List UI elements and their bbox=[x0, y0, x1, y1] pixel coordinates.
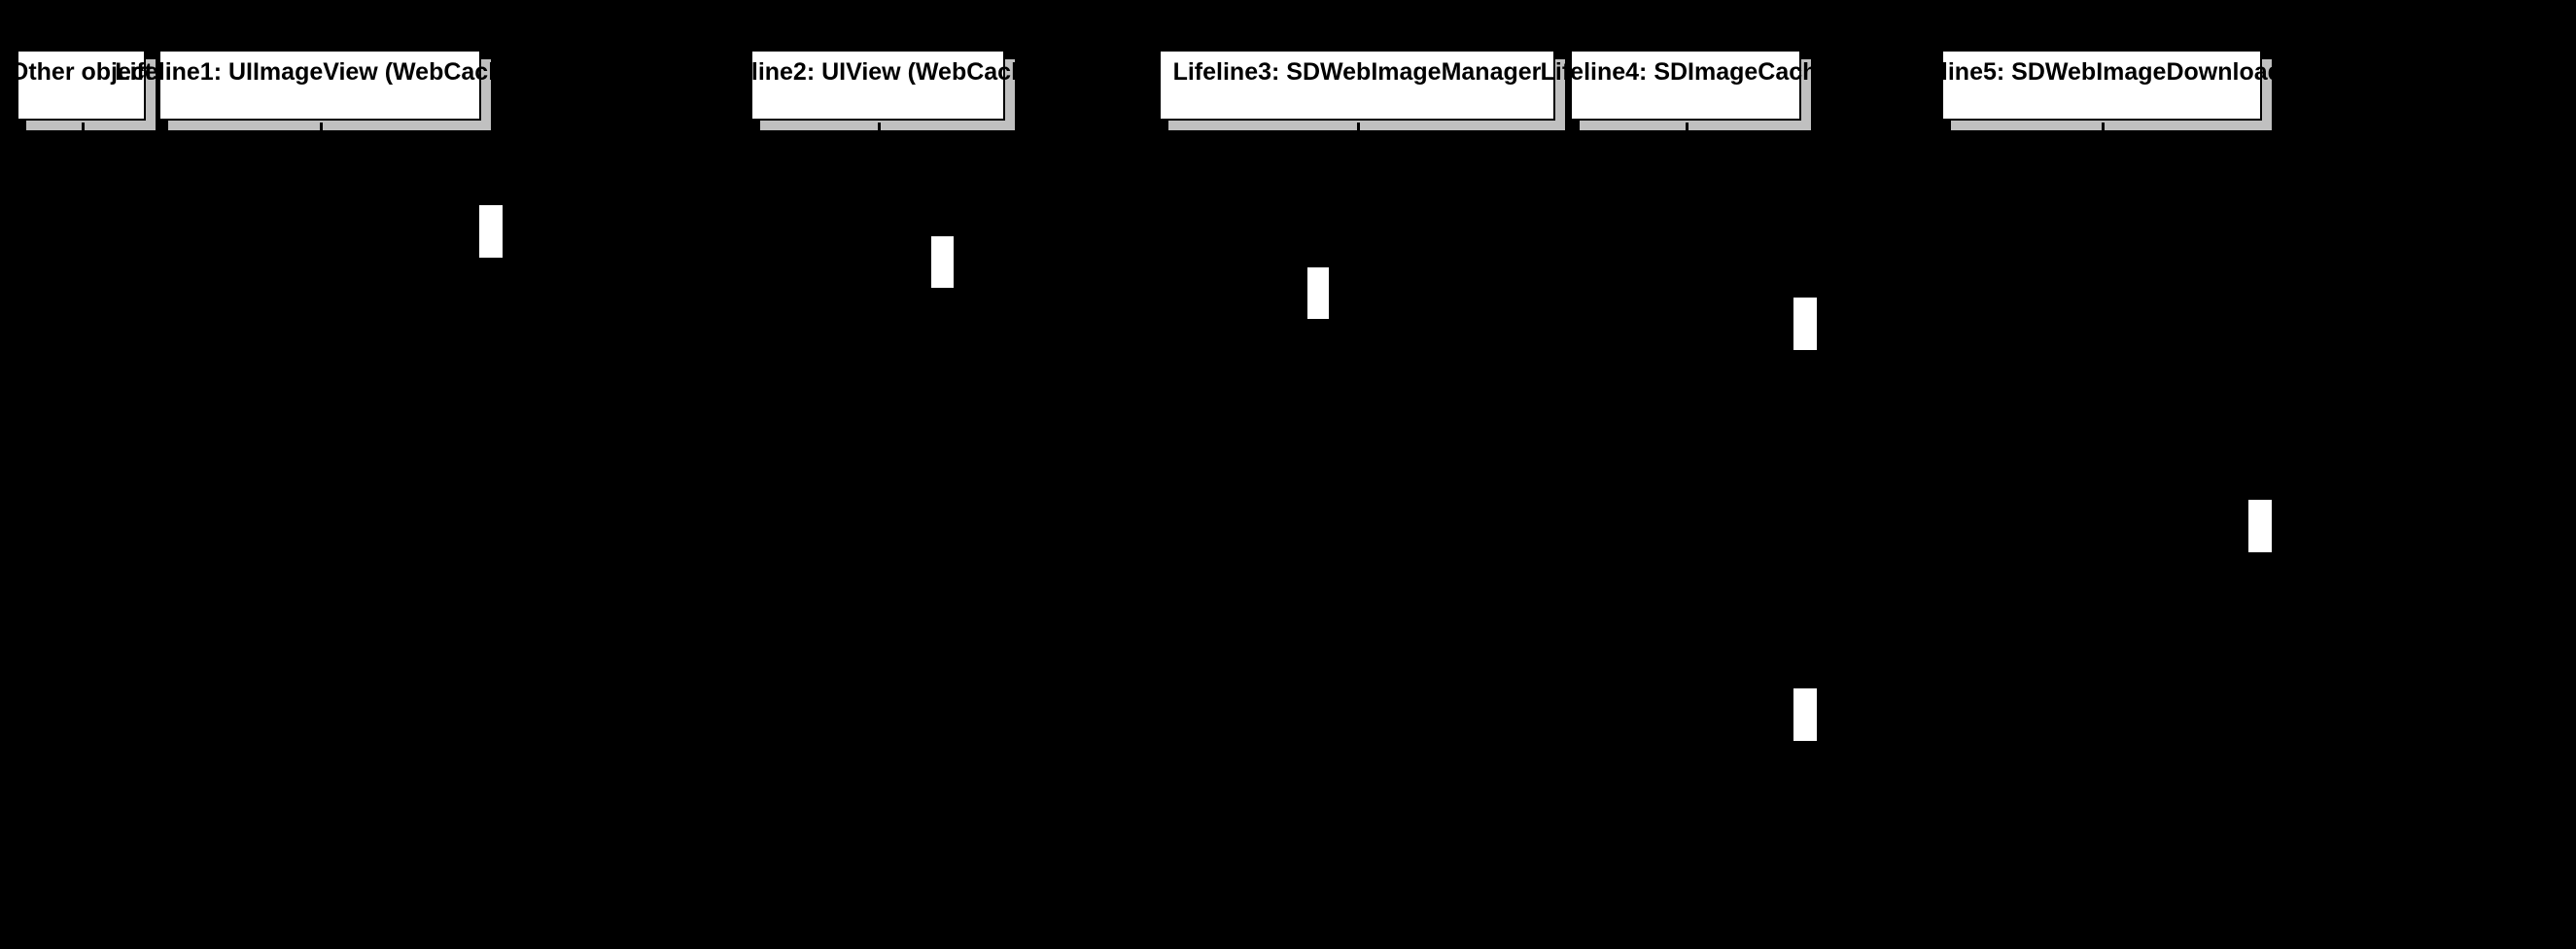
lifeline-head-box[interactable]: Other object bbox=[10, 50, 153, 121]
lifeline-stem-lifeline5 bbox=[2102, 130, 2104, 928]
lifeline-stem-tick bbox=[320, 123, 323, 134]
activation-bar-lifeline4-second[interactable] bbox=[1793, 688, 1817, 741]
lifeline-head-box[interactable]: Lifeline4: SDImageCache bbox=[1541, 50, 1830, 121]
lifeline-stem-lifeline1 bbox=[320, 130, 322, 928]
lifeline-head-label: Lifeline1: UIImageView (WebCache) bbox=[115, 58, 525, 86]
lifeline-stem-tick bbox=[82, 123, 85, 134]
lifeline-head-lifeline4[interactable]: Lifeline4: SDImageCache bbox=[1541, 50, 1830, 134]
lifeline-stem-tick bbox=[1357, 123, 1360, 134]
activation-bar-lifeline1[interactable] bbox=[479, 205, 503, 258]
lifeline-head-other[interactable]: Other object bbox=[10, 50, 156, 134]
lifeline-head-box[interactable]: Lifeline2: UIView (WebCache) bbox=[708, 50, 1048, 121]
lifeline-head-label: Other object bbox=[9, 58, 154, 86]
lifeline-head-lifeline5[interactable]: Lifeline5: SDWebImageDownloader bbox=[1897, 50, 2306, 134]
lifeline-stem-tick bbox=[1686, 123, 1688, 134]
activation-bar-lifeline3[interactable] bbox=[1307, 267, 1329, 319]
lifeline-head-box[interactable]: Lifeline3: SDWebImageManager bbox=[1159, 50, 1555, 121]
activation-bar-lifeline4-first[interactable] bbox=[1793, 298, 1817, 350]
lifeline-head-box[interactable]: Lifeline5: SDWebImageDownloader bbox=[1897, 50, 2306, 121]
lifeline-head-box[interactable]: Lifeline1: UIImageView (WebCache) bbox=[115, 50, 525, 121]
lifeline-head-label: Lifeline5: SDWebImageDownloader bbox=[1897, 58, 2306, 86]
activation-bar-lifeline5[interactable] bbox=[2248, 500, 2272, 552]
lifeline-head-lifeline1[interactable]: Lifeline1: UIImageView (WebCache) bbox=[115, 50, 525, 134]
activation-bar-lifeline2[interactable] bbox=[931, 236, 954, 288]
lifeline-head-lifeline3[interactable]: Lifeline3: SDWebImageManager bbox=[1159, 50, 1565, 134]
lifeline-head-label: Lifeline3: SDWebImageManager bbox=[1172, 58, 1542, 86]
lifeline-head-label: Lifeline2: UIView (WebCache) bbox=[708, 58, 1048, 86]
lifeline-stem-lifeline3 bbox=[1357, 130, 1359, 928]
lifeline-stem-tick bbox=[2102, 123, 2105, 134]
lifeline-head-label: Lifeline4: SDImageCache bbox=[1540, 58, 1831, 86]
lifeline-stem-lifeline2 bbox=[878, 130, 880, 928]
lifeline-stem-other bbox=[82, 130, 84, 928]
lifeline-stem-tick bbox=[878, 123, 881, 134]
lifeline-head-lifeline2[interactable]: Lifeline2: UIView (WebCache) bbox=[708, 50, 1048, 134]
lifeline-stem-lifeline4 bbox=[1686, 130, 1688, 928]
